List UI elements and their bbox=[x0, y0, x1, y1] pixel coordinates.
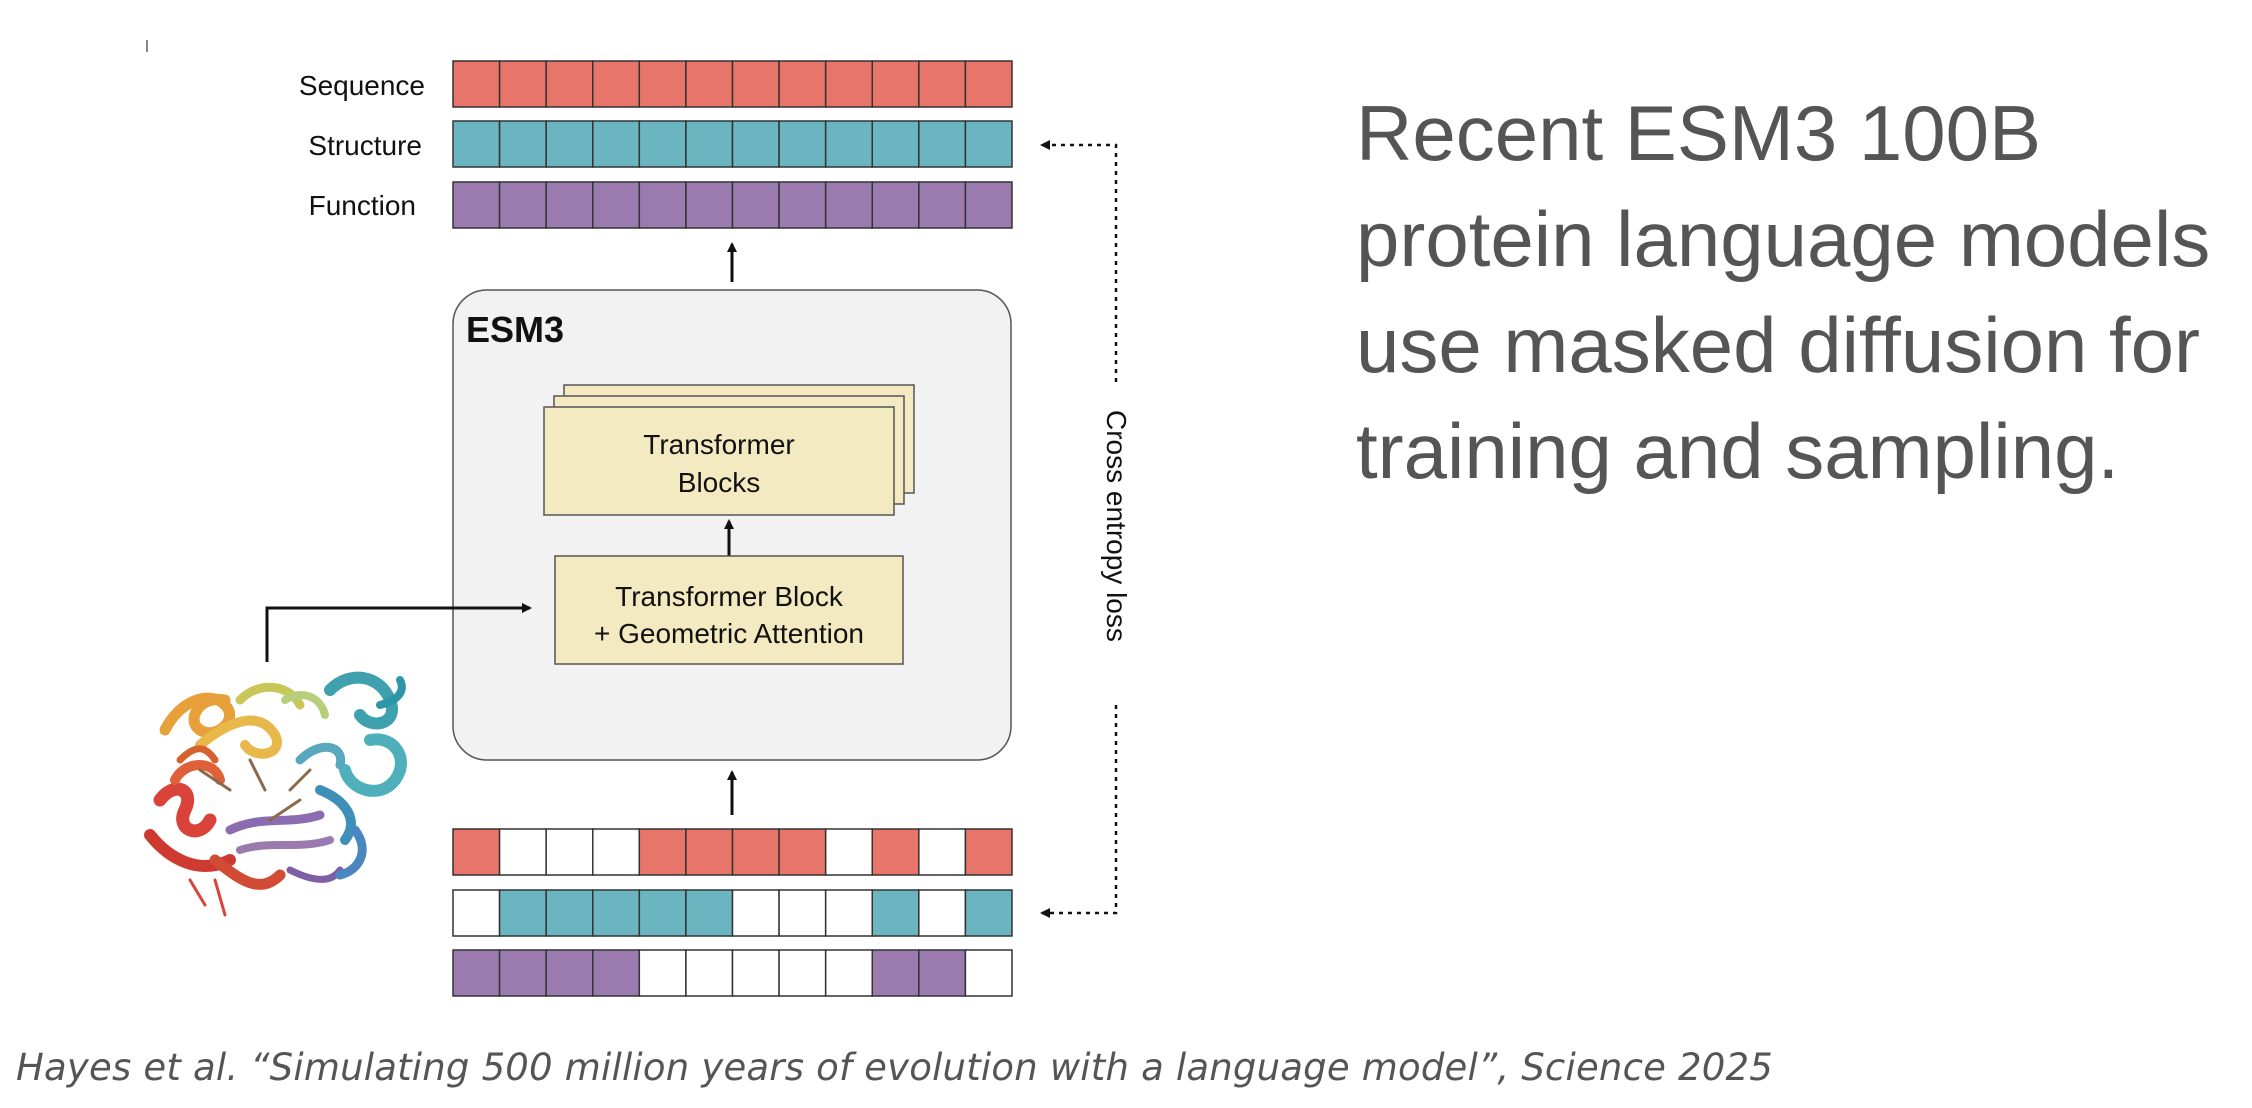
sequence-output-token bbox=[592, 60, 641, 108]
function-masked-token bbox=[824, 949, 873, 997]
function-input-token bbox=[452, 949, 501, 997]
geometric-attention-block bbox=[554, 555, 904, 665]
sequence-output-token bbox=[918, 60, 967, 108]
sequence-input-token bbox=[685, 828, 734, 876]
function-output-token bbox=[592, 181, 641, 229]
function-output-token bbox=[731, 181, 780, 229]
structure-output-token bbox=[592, 120, 641, 168]
sequence-input-token bbox=[452, 828, 501, 876]
function-input-token bbox=[871, 949, 920, 997]
structure-output-token bbox=[731, 120, 780, 168]
protein-structure-icon bbox=[144, 671, 407, 917]
masked-input-token-tracks bbox=[452, 828, 1013, 997]
sequence-output-token bbox=[964, 60, 1013, 108]
structure-masked-token bbox=[452, 889, 501, 937]
headline-line-1: Recent ESM3 100B bbox=[1356, 89, 2042, 177]
sequence-output-token bbox=[638, 60, 687, 108]
function-masked-token bbox=[731, 949, 780, 997]
citation: Hayes et al. “Simulating 500 million yea… bbox=[16, 1046, 1774, 1089]
function-output-token bbox=[638, 181, 687, 229]
function-input-token bbox=[592, 949, 641, 997]
structure-input-token bbox=[592, 889, 641, 937]
output-token-tracks bbox=[452, 60, 1013, 229]
structure-masked-token bbox=[918, 889, 967, 937]
structure-output-token bbox=[964, 120, 1013, 168]
structure-output-token bbox=[918, 120, 967, 168]
structure-output-token bbox=[638, 120, 687, 168]
loss-connector-bottom bbox=[1040, 705, 1118, 918]
function-input-token bbox=[545, 949, 594, 997]
function-input-token bbox=[498, 949, 547, 997]
function-output-token bbox=[918, 181, 967, 229]
function-masked-token bbox=[964, 949, 1013, 997]
structure-input-token bbox=[871, 889, 920, 937]
structure-output-token bbox=[778, 120, 827, 168]
sequence-input-token bbox=[964, 828, 1013, 876]
sequence-masked-token bbox=[824, 828, 873, 876]
structure-input-token bbox=[638, 889, 687, 937]
function-masked-token bbox=[685, 949, 734, 997]
loss-label: Cross entropy loss bbox=[1101, 410, 1132, 642]
function-masked-token bbox=[778, 949, 827, 997]
sequence-input-token bbox=[638, 828, 687, 876]
headline-line-4: training and sampling. bbox=[1356, 407, 2120, 495]
transformer-blocks-label-line1: Transformer bbox=[643, 429, 794, 460]
function-output-token bbox=[871, 181, 920, 229]
geometric-block-label-line1: Transformer Block bbox=[615, 581, 844, 612]
sequence-output-token bbox=[685, 60, 734, 108]
function-output-token bbox=[545, 181, 594, 229]
structure-output-token bbox=[871, 120, 920, 168]
sequence-output-token bbox=[871, 60, 920, 108]
sequence-output-token bbox=[545, 60, 594, 108]
sequence-output-token bbox=[498, 60, 547, 108]
sequence-masked-token bbox=[918, 828, 967, 876]
sequence-input-token bbox=[778, 828, 827, 876]
sequence-output-token bbox=[731, 60, 780, 108]
sequence-masked-token bbox=[592, 828, 641, 876]
structure-input-token bbox=[685, 889, 734, 937]
transformer-blocks bbox=[543, 406, 895, 516]
sequence-input-token bbox=[731, 828, 780, 876]
geometric-block-label-line2: + Geometric Attention bbox=[594, 618, 864, 649]
esm3-diagram: Sequence Structure Function ESM3 Transfo… bbox=[144, 60, 1132, 997]
structure-output-token bbox=[452, 120, 501, 168]
structure-masked-token bbox=[824, 889, 873, 937]
headline: Recent ESM3 100B protein language models… bbox=[1356, 80, 2236, 504]
track-label-structure: Structure bbox=[308, 130, 422, 161]
track-label-sequence: Sequence bbox=[299, 70, 425, 101]
track-label-function: Function bbox=[309, 190, 416, 221]
esm3-panel bbox=[452, 289, 1012, 761]
esm3-title: ESM3 bbox=[466, 309, 564, 350]
function-output-token bbox=[964, 181, 1013, 229]
headline-line-3: use masked diffusion for bbox=[1356, 301, 2201, 389]
structure-input-arrow bbox=[265, 603, 532, 662]
sequence-masked-token bbox=[545, 828, 594, 876]
structure-masked-token bbox=[731, 889, 780, 937]
transformer-blocks-label-line2: Blocks bbox=[678, 467, 760, 498]
sequence-input-token bbox=[871, 828, 920, 876]
structure-output-token bbox=[685, 120, 734, 168]
stray-mark bbox=[146, 40, 148, 52]
function-output-token bbox=[824, 181, 873, 229]
structure-input-token bbox=[498, 889, 547, 937]
sequence-masked-token bbox=[498, 828, 547, 876]
function-input-token bbox=[918, 949, 967, 997]
structure-input-token bbox=[964, 889, 1013, 937]
structure-output-token bbox=[824, 120, 873, 168]
structure-output-token bbox=[545, 120, 594, 168]
structure-input-token bbox=[545, 889, 594, 937]
sequence-output-token bbox=[452, 60, 501, 108]
structure-masked-token bbox=[778, 889, 827, 937]
function-output-token bbox=[498, 181, 547, 229]
sequence-output-token bbox=[778, 60, 827, 108]
headline-line-2: protein language models bbox=[1356, 195, 2211, 283]
loss-connector-top bbox=[1040, 140, 1118, 382]
function-masked-token bbox=[638, 949, 687, 997]
function-output-token bbox=[778, 181, 827, 229]
function-output-token bbox=[685, 181, 734, 229]
function-output-token bbox=[452, 181, 501, 229]
structure-output-token bbox=[498, 120, 547, 168]
sequence-output-token bbox=[824, 60, 873, 108]
